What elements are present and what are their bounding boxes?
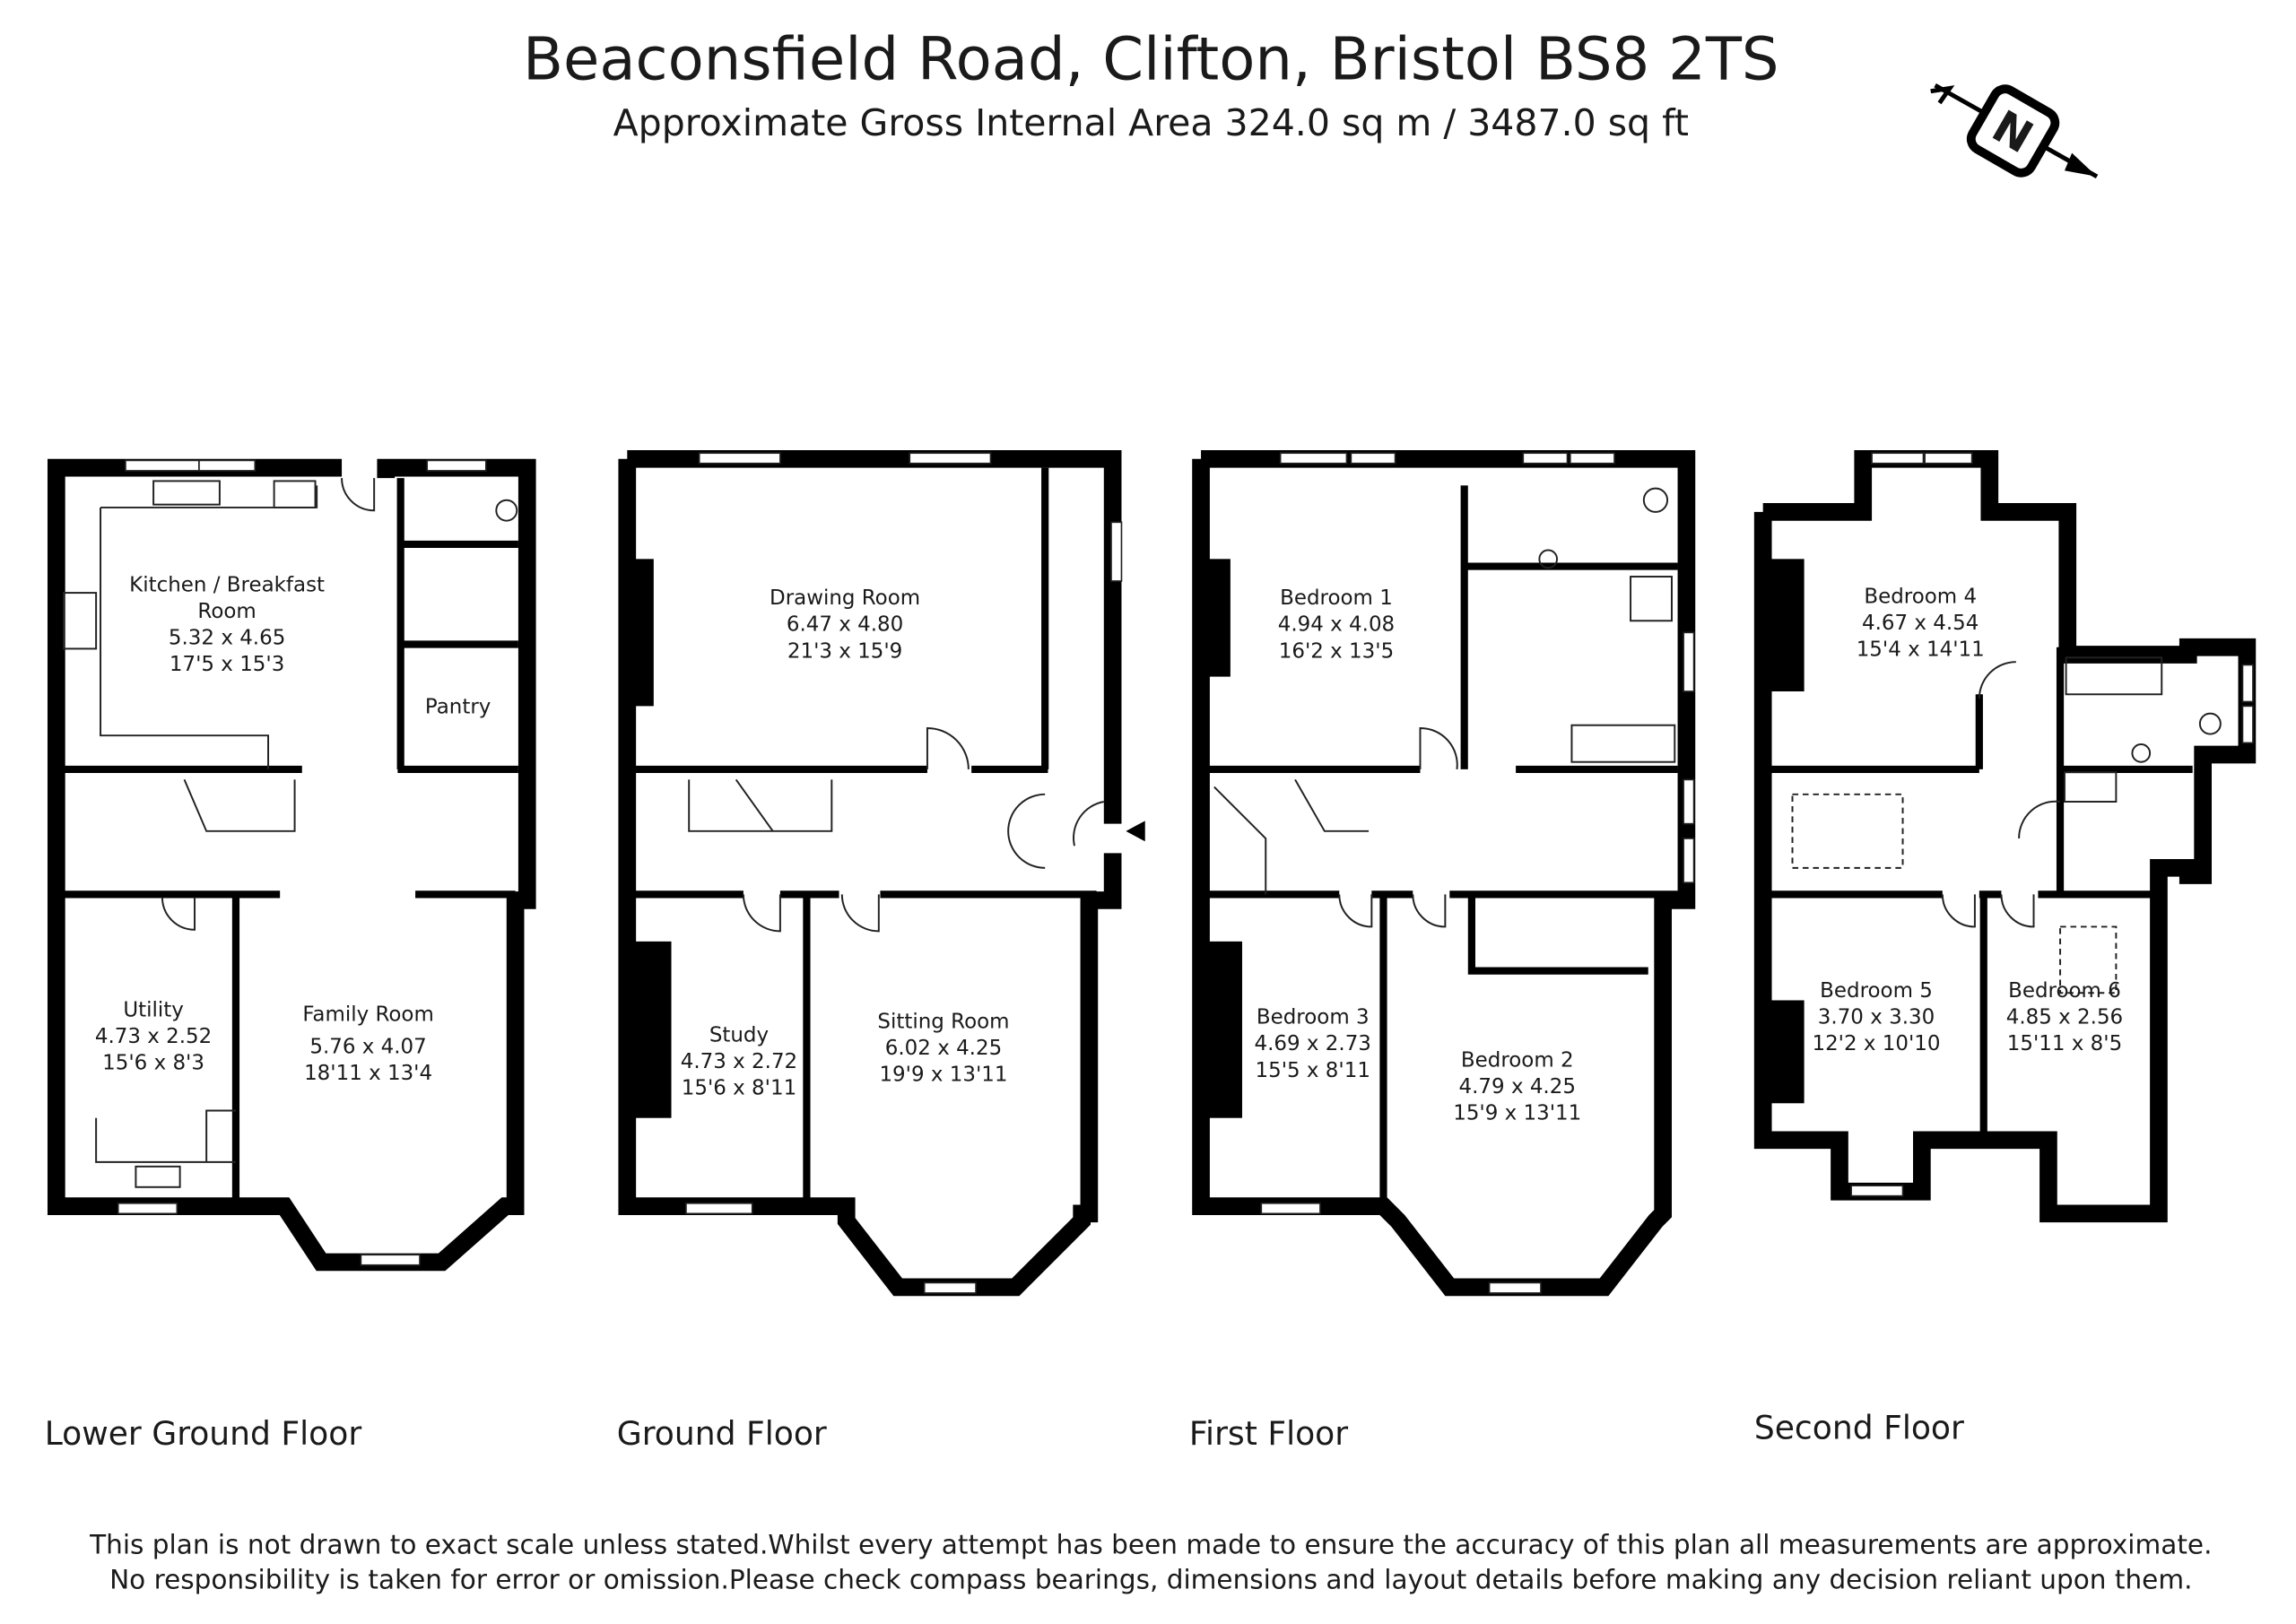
room-name: Study <box>709 1023 769 1046</box>
room-name: Family Room <box>302 1003 434 1026</box>
room-metric: 6.02 x 4.25 <box>885 1037 1002 1060</box>
disclaimer-line: No responsibility is taken for error or … <box>109 1565 2192 1595</box>
floor-label: Lower Ground Floor <box>45 1415 362 1453</box>
room-imperial: 18'11 x 13'4 <box>304 1062 432 1085</box>
room-name: Drawing Room <box>770 586 920 610</box>
second-floor-plan: Bedroom 4 4.67 x 4.54 15'4 x 14'11 Bedro… <box>1753 449 2257 1223</box>
room-name: Bedroom 2 <box>1461 1048 1574 1072</box>
room-metric: 4.67 x 4.54 <box>1862 612 1979 635</box>
room-name: Room <box>197 600 256 623</box>
room-metric: 4.79 x 4.25 <box>1459 1075 1576 1099</box>
room-name: Pantry <box>425 696 491 719</box>
floor-label: Second Floor <box>1754 1409 1964 1446</box>
room-metric: 4.85 x 2.56 <box>2006 1006 2123 1029</box>
room-metric: 4.69 x 2.73 <box>1255 1032 1371 1055</box>
room-imperial: 12'2 x 10'10 <box>1812 1032 1940 1055</box>
room-imperial: 19'9 x 13'11 <box>879 1064 1007 1087</box>
room-metric: 5.32 x 4.65 <box>169 626 285 649</box>
room-metric: 4.73 x 2.52 <box>95 1025 212 1048</box>
room-imperial: 16'2 x 13'5 <box>1279 639 1394 663</box>
first-floor-plan: Bedroom 1 4.94 x 4.08 16'2 x 13'5 Bedroo… <box>1192 449 1696 1297</box>
room-metric: 6.47 x 4.80 <box>787 613 903 637</box>
room-metric: 4.73 x 2.72 <box>681 1050 797 1073</box>
room-imperial: 15'6 x 8'11 <box>682 1076 796 1099</box>
room-name: Bedroom 4 <box>1864 586 1977 609</box>
room-name: Sitting Room <box>877 1011 1009 1034</box>
room-name: Bedroom 5 <box>1820 979 1933 1003</box>
entrance-arrow-icon <box>1126 821 1145 842</box>
room-name: Bedroom 1 <box>1280 586 1393 610</box>
gross-area: Approximate Gross Internal Area 324.0 sq… <box>613 101 1689 144</box>
compass-icon: N <box>1930 83 2099 178</box>
room-name: Bedroom 3 <box>1257 1006 1370 1029</box>
room-imperial: 15'11 x 8'5 <box>2007 1032 2122 1055</box>
floor-label: First Floor <box>1189 1415 1348 1453</box>
floor-label: Ground Floor <box>617 1415 827 1453</box>
page-title: Beaconsfield Road, Clifton, Bristol BS8 … <box>523 26 1779 94</box>
room-imperial: 15'5 x 8'11 <box>1256 1059 1370 1082</box>
lower-ground-floor-plan: Kitchen / Breakfast Room 5.32 x 4.65 17'… <box>47 458 536 1272</box>
room-metric: 4.94 x 4.08 <box>1278 613 1395 637</box>
room-metric: 5.76 x 4.07 <box>309 1036 426 1059</box>
room-imperial: 17'5 x 15'3 <box>170 653 284 676</box>
disclaimer-line: This plan is not drawn to exact scale un… <box>89 1529 2212 1559</box>
room-imperial: 15'6 x 8'3 <box>102 1052 204 1075</box>
room-imperial: 21'3 x 15'9 <box>787 639 902 663</box>
room-name: Kitchen / Breakfast <box>129 573 325 596</box>
room-name: Utility <box>123 999 184 1022</box>
ground-floor-plan: Drawing Room 6.47 x 4.80 21'3 x 15'9 Stu… <box>618 449 1145 1297</box>
room-imperial: 15'9 x 13'11 <box>1453 1101 1581 1125</box>
room-imperial: 15'4 x 14'11 <box>1857 638 1985 662</box>
room-metric: 3.70 x 3.30 <box>1818 1006 1935 1029</box>
room-name: Bedroom 6 <box>2008 979 2121 1003</box>
